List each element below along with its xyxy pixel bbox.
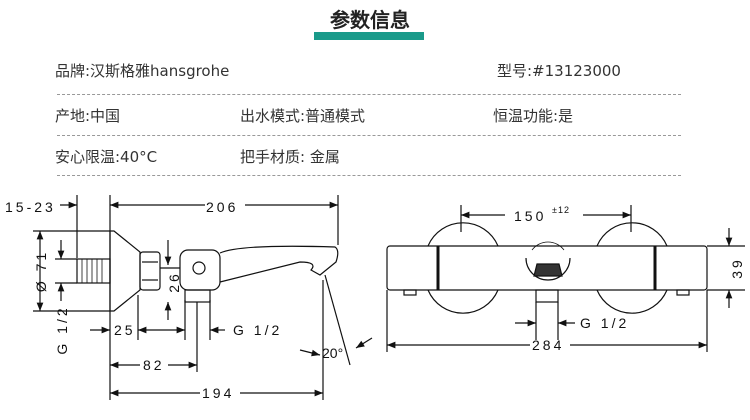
dim-diameter-71: Ø 71 <box>33 250 49 292</box>
dim-g12-mid: G 1/2 <box>233 322 282 338</box>
dim-206: 206 <box>206 199 238 215</box>
escutcheon <box>109 230 141 312</box>
mixer-body <box>179 249 221 291</box>
spec-handle-material: 把手材质: 金属 <box>240 148 340 166</box>
spec-safety-limit: 安心限温:40°C <box>55 148 158 166</box>
section-title: 参数信息 <box>330 8 410 32</box>
dim-39: 39 <box>729 257 745 279</box>
left-knob <box>427 222 499 247</box>
dim-20-degree: 20° <box>322 345 343 361</box>
dim-g12-left: G 1/2 <box>54 305 70 354</box>
dim-284: 284 <box>532 337 564 353</box>
spec-origin: 产地:中国 <box>55 107 121 125</box>
dim-194: 194 <box>202 385 234 401</box>
dim-g12-front: G 1/2 <box>580 315 629 331</box>
divider <box>57 135 681 136</box>
side-view <box>33 195 373 400</box>
dim-26: 26 <box>166 271 182 293</box>
dim-25: 25 <box>114 322 136 338</box>
spec-outlet-mode: 出水模式:普通模式 <box>240 107 366 125</box>
front-view <box>386 205 745 352</box>
dim-150: 150 <box>514 208 546 224</box>
spout <box>219 245 339 283</box>
spec-model: 型号:#13123000 <box>497 62 621 80</box>
title-underline <box>314 32 424 40</box>
dim-82: 82 <box>143 357 165 373</box>
divider <box>57 175 681 176</box>
spec-brand: 品牌:汉斯格雅hansgrohe <box>55 62 230 80</box>
right-knob <box>596 222 668 247</box>
spec-thermostatic: 恒温功能:是 <box>493 107 574 125</box>
divider <box>57 94 681 95</box>
dim-150-tolerance: ±12 <box>552 205 570 215</box>
dim-15-23: 15-23 <box>5 199 56 215</box>
